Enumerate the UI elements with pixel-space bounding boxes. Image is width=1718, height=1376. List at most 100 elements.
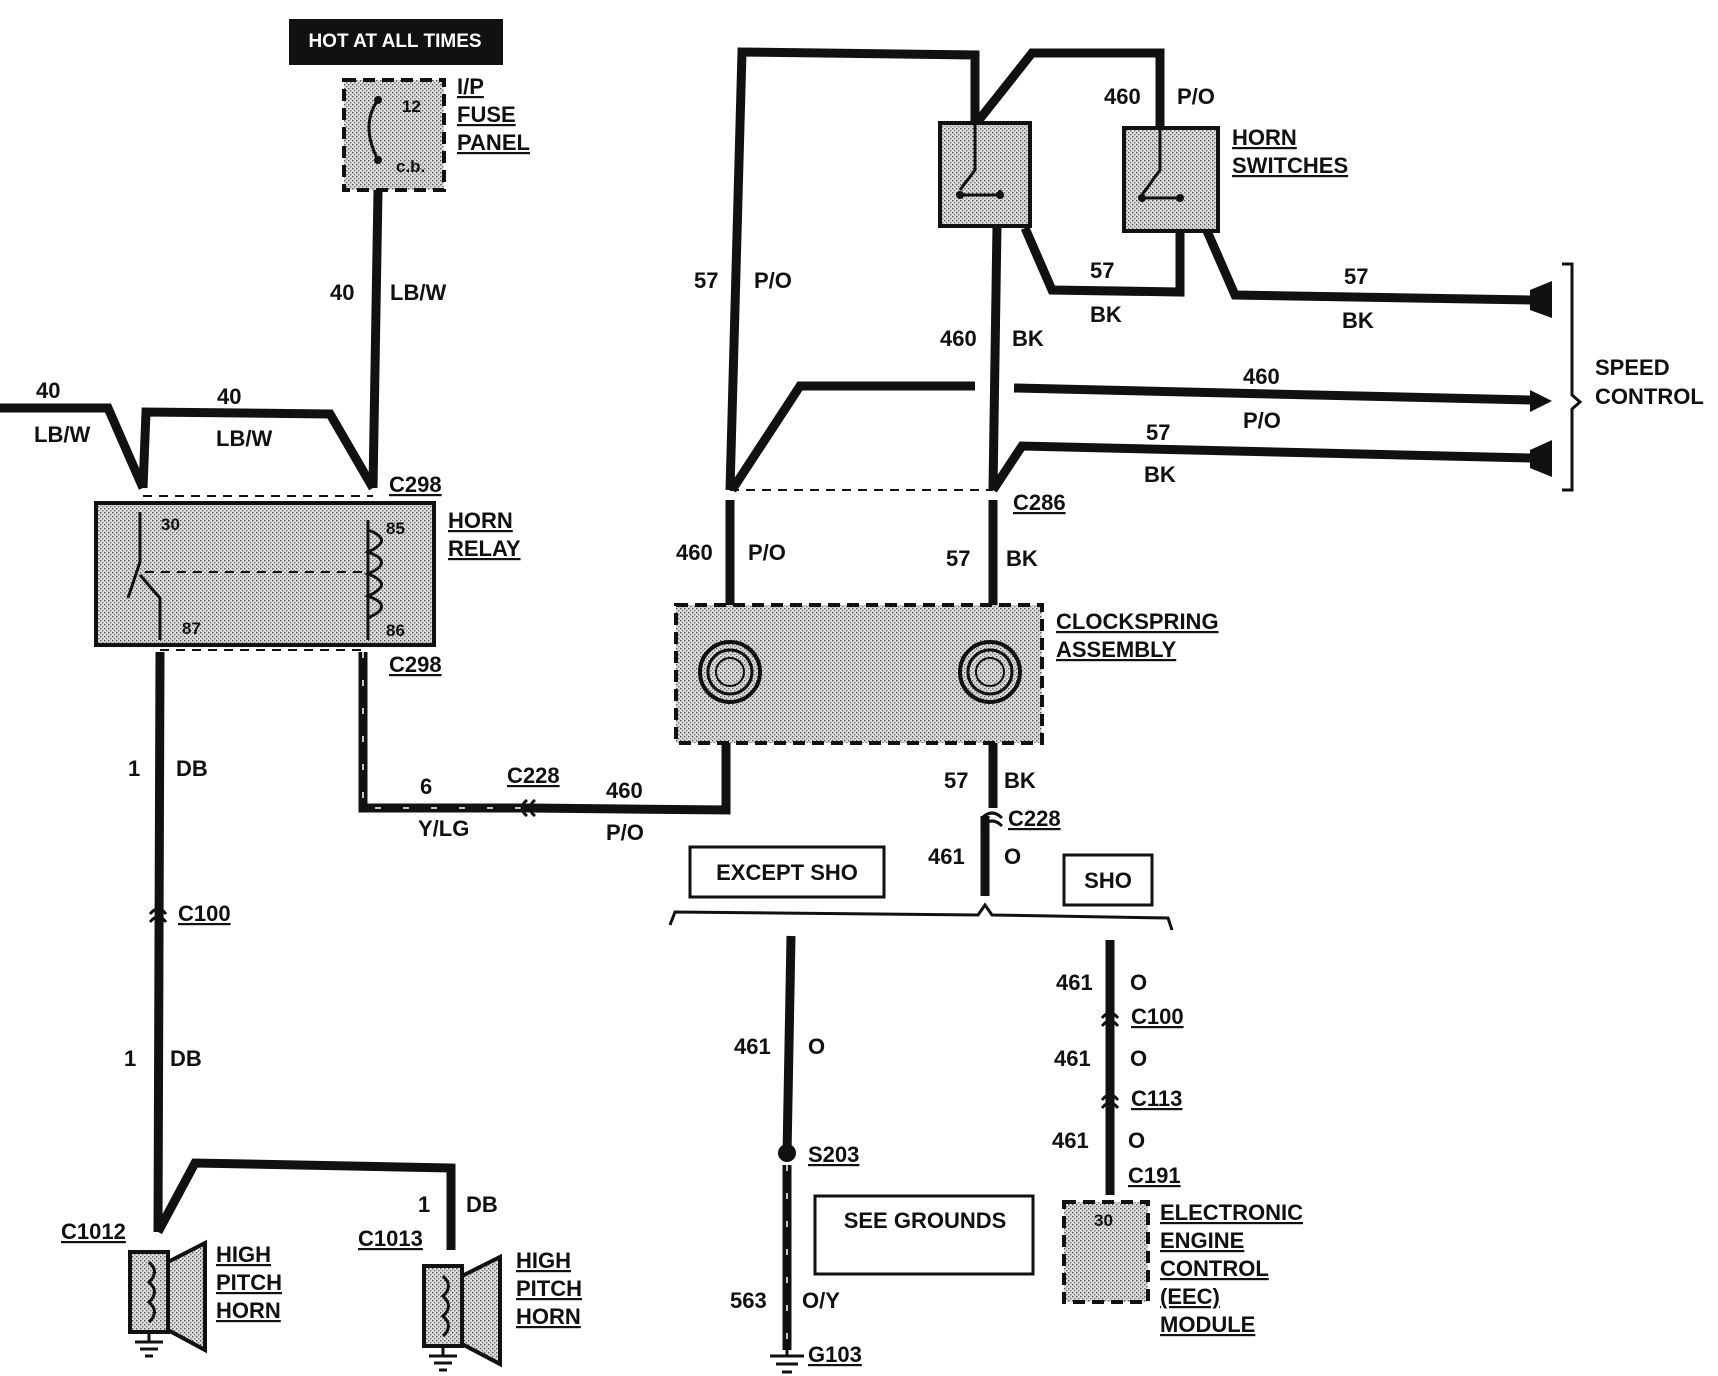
wire-6-ylg-color: Y/LG [418,816,469,841]
high-pitch-horn-right [422,1253,502,1372]
wire-57-po-num: 57 [694,268,718,293]
horn-switch-right [1122,126,1220,233]
wire-460-po-cs-color: P/O [748,540,786,565]
wire-563-oy-color: O/Y [802,1288,840,1313]
eec-title-line-2: ENGINE [1160,1228,1244,1253]
horn-left-title-line-1: HIGH [216,1242,271,1267]
wire-1-db-upper-num: 1 [128,756,140,781]
wire-461-o-top-num: 461 [928,844,965,869]
wire-1-db-lower-color: DB [170,1046,202,1071]
hot-at-all-times-banner: HOT AT ALL TIMES [289,19,503,65]
wire-57-bk-speed [989,441,1531,493]
circuit-breaker-symbol [367,99,380,161]
eec-title-line-3: CONTROL [1160,1256,1269,1281]
wire-group-right [725,47,1531,1350]
fuse-cb-label: c.b. [396,157,425,176]
g103-label: G103 [808,1342,862,1367]
wire-460-po-bottom-num: 460 [606,778,643,803]
wire-1-db-upper-color: DB [176,756,208,781]
wire-57-po [725,47,980,491]
c1012-label: C1012 [61,1219,126,1244]
relay-pin-86: 86 [386,621,405,640]
horn-switches-title-line-2: SWITCHES [1232,153,1348,178]
fuse-number: 12 [402,97,421,116]
wire-461-o-except [782,935,796,1156]
wire-460-po-speed-color: P/O [1243,408,1281,433]
wire-461-o-sho2-color: O [1130,1046,1147,1071]
wire-40-left-num: 40 [36,378,60,403]
relay-pin-85: 85 [386,519,405,538]
relay-switch-contact [126,512,162,640]
wire-460-po-cs-num: 460 [676,540,713,565]
hot-at-all-times-label: HOT AT ALL TIMES [308,31,481,52]
ground-g103-icon [770,1350,804,1374]
wire-40-mid-color: LB/W [216,426,272,451]
eec-title-line-5: MODULE [1160,1312,1255,1337]
speed-control-title-line-1: SPEED [1595,355,1670,380]
speed-control-title-line-2: CONTROL [1595,384,1704,409]
horn-relay-title-line-1: HORN [448,508,513,533]
sho-label: SHO [1084,868,1132,893]
wire-1-db-main [153,651,165,1233]
wire-460-po-top [971,48,1165,130]
horn-relay-title-line-2: RELAY [448,536,521,561]
speed-control-bracket [1562,262,1583,492]
c100-right-label: C100 [1131,1004,1184,1029]
wire-461-o-sho3-num: 461 [1052,1128,1089,1153]
wire-6-ylg [358,652,530,813]
c1013-label: C1013 [358,1226,423,1251]
wire-460-po-bottom [529,740,731,815]
wire-1-db-horn-color: DB [466,1192,498,1217]
wire-57-bk-right-color: BK [1342,308,1374,333]
wire-57-bk-bottom-color: BK [1004,768,1036,793]
c228-left-label: C228 [507,763,560,788]
wire-460-bk [988,224,1002,491]
horn-switches-title-line-1: HORN [1232,125,1297,150]
wire-1-db-horn-num: 1 [418,1192,430,1217]
wire-labels: 40 LB/W 40 LB/W 40 LB/W 57 P/O 460 P/O 5… [34,84,1374,1313]
clockspring-assembly [674,603,1044,745]
wire-57-bk-sw-num: 57 [1090,258,1114,283]
wire-460-po-stub [728,381,975,493]
ground-icon [429,1346,457,1372]
except-sho-label: EXCEPT SHO [716,860,858,885]
clockspring-title-line-2: ASSEMBLY [1056,637,1177,662]
wire-group-left [0,189,731,1250]
wire-57-bk-bottom-num: 57 [944,768,968,793]
wire-460-bk-color: BK [1012,326,1044,351]
connector-crimps [148,798,1120,1109]
ip-fuse-panel: 12 c.b. [342,78,446,192]
wire-461-o-sho1-color: O [1130,970,1147,995]
wire-461-o-except-num: 461 [734,1034,771,1059]
c191-label: C191 [1128,1163,1181,1188]
relay-pin-87: 87 [182,619,201,638]
relay-pin-30: 30 [161,515,180,534]
eec-title-line-1: ELECTRONIC [1160,1200,1303,1225]
wire-461-o-sho2-num: 461 [1054,1046,1091,1071]
arrow-left-icon [1530,281,1552,318]
sho-selection-bracket [668,902,1174,931]
c298-bottom-label: C298 [389,652,442,677]
wire-460-po-speed-num: 460 [1243,364,1280,389]
wire-57-bk-speed-color: BK [1144,462,1176,487]
wire-460-po-top-color: P/O [1177,84,1215,109]
horn-left-title-line-3: HORN [216,1298,281,1323]
wire-40-lbw-fuse [368,189,383,489]
fuse-panel-title-line-2: FUSE [457,102,516,127]
horn-switch-left [938,121,1032,228]
wire-461-o-top-color: O [1004,844,1021,869]
arrow-left-icon [1530,440,1552,477]
wire-57-bk-cs-color: BK [1006,546,1038,571]
horn-right-title-line-2: PITCH [516,1276,582,1301]
splice-s203 [778,1144,796,1162]
wire-57-bk-switches [1020,226,1185,297]
eec-title-line-4: (EEC) [1160,1284,1220,1309]
eec-pin-30: 30 [1094,1211,1113,1230]
wire-40-lbw-mid [138,407,377,491]
c286-label: C286 [1013,490,1066,515]
wire-6-ylg-num: 6 [420,774,432,799]
high-pitch-horn-left [128,1239,207,1358]
wire-40-fuse-color: LB/W [390,280,446,305]
wire-460-po-top-num: 460 [1104,84,1141,109]
